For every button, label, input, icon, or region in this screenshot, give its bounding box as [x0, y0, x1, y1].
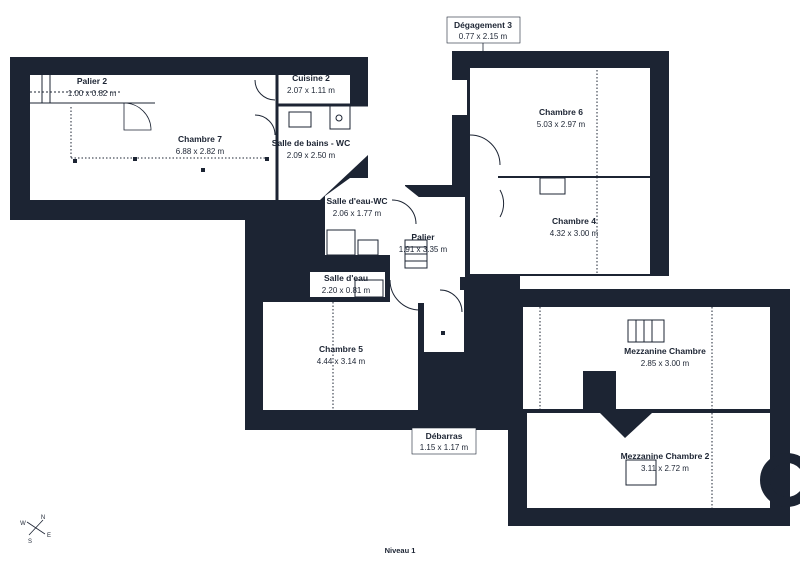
compass-s: S — [28, 539, 32, 545]
room-sde — [310, 272, 385, 297]
door-arc-palier — [389, 279, 421, 311]
compass-w: W — [20, 521, 26, 527]
room-name-sde: Salle d'eau — [324, 273, 368, 283]
room-fills — [30, 68, 770, 508]
compass-e: E — [47, 533, 51, 539]
door-arc-c4 — [499, 189, 505, 218]
label-debarras: Débarras 1.15 x 1.17 m — [411, 427, 477, 455]
debarras-name: Débarras — [426, 431, 463, 441]
label-degagement3: Dégagement 3 0.77 x 2.15 m — [446, 16, 521, 55]
door-arc-sdb — [254, 114, 276, 136]
room-name-chambre6: Chambre 6 — [539, 107, 583, 117]
room-palier2 — [30, 75, 155, 103]
room-degagement3 — [452, 80, 467, 115]
room-closet — [424, 290, 464, 352]
sde-fixtures — [354, 279, 384, 298]
room-name-palier: Palier — [411, 232, 435, 242]
degagement3-name: Dégagement 3 — [454, 20, 512, 30]
room-name-sde-wc: Salle d'eau-WC — [326, 196, 387, 206]
room-dims-chambre7: 6.88 x 2.82 m — [176, 147, 225, 156]
shower-sdewc — [326, 229, 356, 256]
room-dims-cuisine2: 2.07 x 1.11 m — [287, 86, 335, 95]
sink-sdewc — [357, 239, 379, 256]
door-arc-sdewc — [391, 199, 417, 225]
compass-icon: N E S W — [20, 515, 51, 545]
room-dims-palier: 1.91 x 3.35 m — [399, 245, 448, 254]
room-chambre7 — [30, 103, 277, 200]
door-arc-closet — [439, 289, 463, 313]
room-chambre5 — [263, 302, 418, 410]
room-name-chambre5: Chambre 5 — [319, 344, 363, 354]
room-chambre6 — [470, 68, 650, 177]
room-name-cuisine2: Cuisine 2 — [292, 73, 330, 83]
room-dims-chambre5: 4.44 x 3.14 m — [317, 357, 366, 366]
column-marks — [73, 157, 445, 335]
sink-sdb — [288, 111, 312, 128]
room-name-mezz2: Mezzanine Chambre 2 — [621, 451, 710, 461]
room-dims-sdb-wc: 2.09 x 2.50 m — [287, 151, 336, 160]
room-name-palier2: Palier 2 — [77, 76, 108, 86]
details — [30, 70, 713, 508]
room-dims-palier2: 1.00 x 0.82 m — [68, 89, 117, 98]
room-dims-mezz1: 2.85 x 3.00 m — [641, 359, 690, 368]
room-dims-mezz2: 3.11 x 2.72 m — [641, 464, 689, 473]
room-dims-chambre4: 4.32 x 3.00 m — [550, 229, 599, 238]
room-name-sdb-wc: Salle de bains - WC — [272, 138, 350, 148]
door-arc-palier2 — [123, 102, 152, 131]
stair-mezz1 — [627, 319, 665, 343]
degagement3-dims: 0.77 x 2.15 m — [459, 32, 508, 41]
basin-sdb — [335, 114, 343, 122]
door-arc-cuisine — [254, 79, 276, 101]
level-label: Niveau 1 — [385, 546, 416, 555]
wall-mezzanine-stub — [583, 371, 616, 413]
room-dims-sde-wc: 2.06 x 1.77 m — [333, 209, 382, 218]
compass-n: N — [41, 515, 45, 521]
stair-c4 — [539, 177, 566, 195]
room-name-chambre7: Chambre 7 — [178, 134, 222, 144]
debarras-dims: 1.15 x 1.17 m — [420, 443, 469, 452]
room-name-chambre4: Chambre 4 — [552, 216, 596, 226]
bath-sdb — [329, 104, 351, 130]
room-dims-chambre6: 5.03 x 2.97 m — [537, 120, 586, 129]
watermark-logo — [605, 453, 800, 525]
room-name-mezz1: Mezzanine Chambre — [624, 346, 706, 356]
door-arc-c6 — [469, 134, 501, 166]
room-labels: Palier 2 1.00 x 0.82 m Cuisine 2 2.07 x … — [68, 73, 710, 473]
room-mezz1 — [523, 307, 770, 409]
room-dims-sde: 2.20 x 0.81 m — [322, 286, 371, 295]
stair-mezz2 — [625, 459, 657, 486]
